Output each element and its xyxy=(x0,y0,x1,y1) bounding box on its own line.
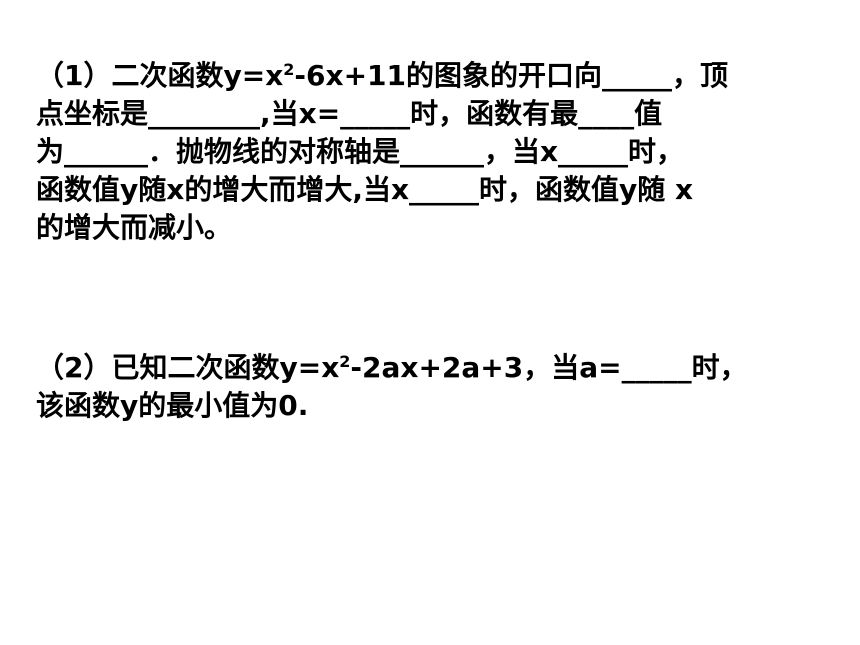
problem-1-line-4: 函数值y随x的增大而增大,当x_____时，函数值y随 x xyxy=(36,173,694,206)
problem-1-text-1b: -6x+11的图象的开口向_____，顶 xyxy=(294,59,728,92)
exponent: 2 xyxy=(283,60,295,79)
problem-2-text-1a: （2）已知二次函数y=x xyxy=(36,351,340,384)
problem-1-line-1: （1）二次函数y=x2-6x+11的图象的开口向_____，顶 xyxy=(36,57,826,95)
problem-1-line-2: 点坐标是________,当x=_____时，函数有最____值 xyxy=(36,97,663,130)
problem-1-line-5: 的增大而减小。 xyxy=(36,211,233,244)
problem-1: （1）二次函数y=x2-6x+11的图象的开口向_____，顶 点坐标是____… xyxy=(36,57,826,247)
problem-2-line-2: 该函数y的最小值为0. xyxy=(36,389,309,422)
problem-2-text-1b: -2ax+2a+3，当a=_____时， xyxy=(350,351,748,384)
problem-1-text-1a: （1）二次函数y=x xyxy=(36,59,284,92)
problem-2-line-1: （2）已知二次函数y=x2-2ax+2a+3，当a=_____时， xyxy=(36,349,826,387)
problem-1-line-3: 为______．抛物线的对称轴是______，当x_____时， xyxy=(36,135,685,168)
problem-2: （2）已知二次函数y=x2-2ax+2a+3，当a=_____时， 该函数y的最… xyxy=(36,349,826,425)
exponent: 2 xyxy=(339,352,351,371)
